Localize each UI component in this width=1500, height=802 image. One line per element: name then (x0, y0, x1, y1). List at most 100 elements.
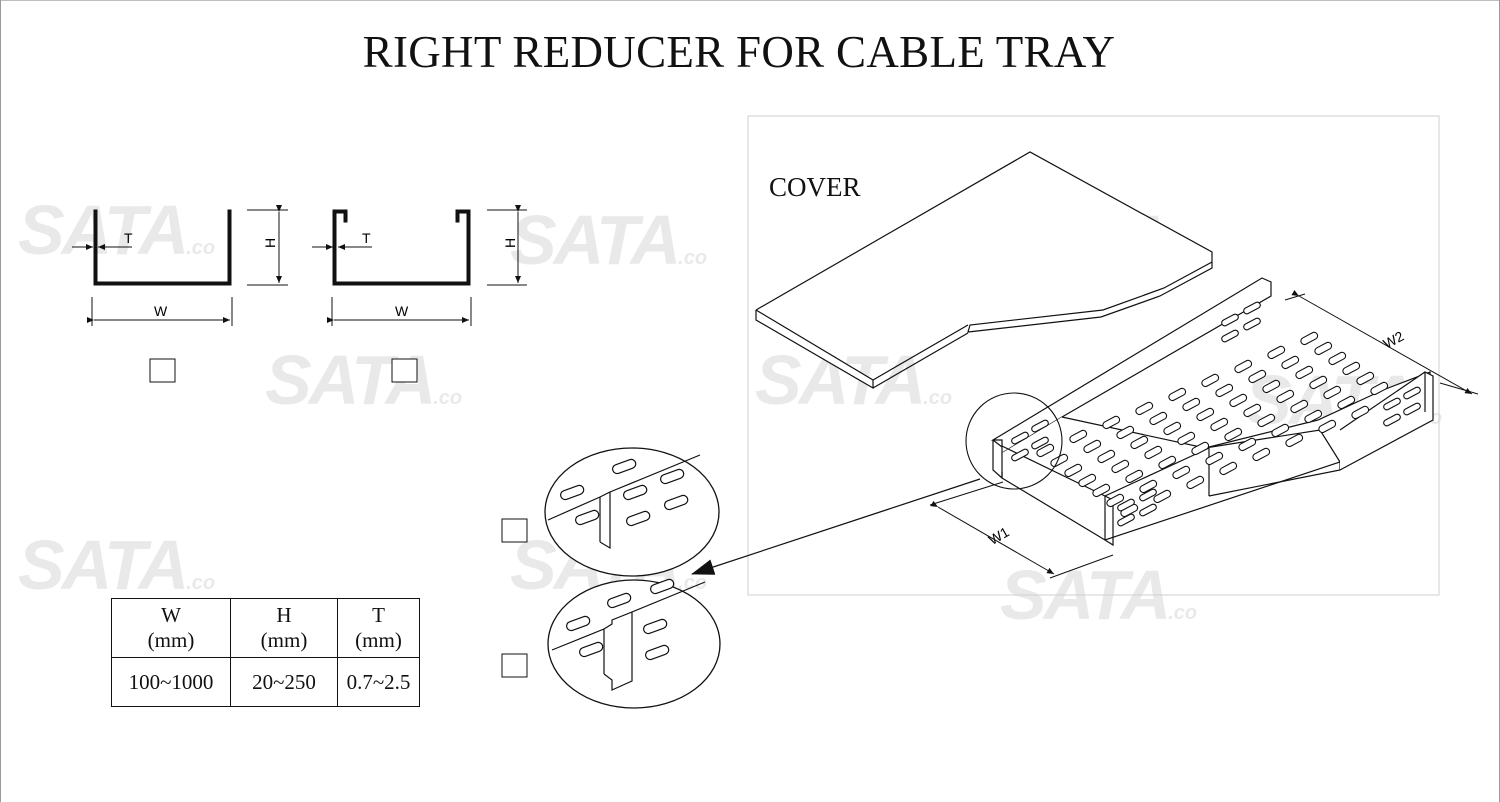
wall-slot (1383, 413, 1401, 427)
tray-slot (1186, 475, 1205, 490)
tray-slot (1248, 369, 1267, 384)
tray-slot (1215, 383, 1234, 398)
tray-slot (1276, 389, 1295, 404)
tray-slot (1116, 425, 1135, 440)
header-h: H(mm) (230, 598, 338, 658)
tray-slot (1300, 331, 1319, 346)
cover-label: COVER (769, 172, 861, 202)
tray-slot (1290, 399, 1309, 414)
wall-slot (1243, 301, 1261, 315)
tray-slot (1102, 415, 1121, 430)
tray-slot (1106, 493, 1125, 508)
tray-slot (1257, 413, 1276, 428)
tray-slot (1243, 403, 1262, 418)
tray-slot (1262, 379, 1281, 394)
profile-lipped-section (312, 205, 527, 326)
tray-slot (1267, 345, 1286, 360)
wall-slot (1011, 431, 1029, 445)
tray-slot (1342, 361, 1361, 376)
header-t: T(mm) (337, 598, 420, 658)
value-h: 20~250 (230, 657, 338, 707)
tray-slot (1191, 441, 1210, 456)
tray-slot (1205, 451, 1224, 466)
tray-slot (1281, 355, 1300, 370)
header-w: W(mm) (111, 598, 231, 658)
w1-label: W1 (986, 523, 1012, 547)
wall-slot (1139, 503, 1157, 517)
tray-slot (1285, 433, 1304, 448)
tray-slot (1309, 375, 1328, 390)
wall-slot (1031, 419, 1049, 433)
profile-1-w-label: W (154, 303, 168, 319)
tray-slot (1069, 429, 1088, 444)
w2-label: W2 (1380, 328, 1406, 352)
value-w: 100~1000 (111, 657, 231, 707)
tray-slot (1163, 421, 1182, 436)
tray-slot (1078, 473, 1097, 488)
frame-left-border (0, 0, 1, 802)
profile-1-h-label: H (262, 238, 278, 248)
reducer-cover (755, 151, 1213, 390)
tray-slot (1083, 439, 1102, 454)
tray-slot (1295, 365, 1314, 380)
tray-slot (1036, 443, 1055, 458)
tray-slot (1064, 463, 1083, 478)
zoom-highlight-circle (965, 392, 1063, 490)
tray-slot (1234, 359, 1253, 374)
tray-slot (1229, 393, 1248, 408)
detail-circle-lipped-edge (547, 578, 721, 709)
detail-circle-plain-edge (544, 447, 720, 577)
profile-u-section (72, 205, 288, 326)
tray-slot (1318, 419, 1337, 434)
tray-slot (1149, 411, 1168, 426)
tray-slot (1153, 489, 1172, 504)
detail-leader-arrow (691, 478, 981, 575)
edge-type-2-checkbox[interactable] (501, 653, 528, 678)
tray-slot (1125, 469, 1144, 484)
profile-2-t-label: T (362, 230, 371, 246)
tray-slot (1210, 417, 1229, 432)
tray-slot (1182, 397, 1201, 412)
tray-slot (1092, 483, 1111, 498)
tray-slot (1130, 435, 1149, 450)
tray-slot (1172, 465, 1191, 480)
wall-slot (1403, 402, 1421, 416)
tray-slot (1139, 479, 1158, 494)
tray-slot (1168, 387, 1187, 402)
profile-1-t-label: T (124, 230, 133, 246)
wall-slot (1221, 329, 1239, 343)
wall-slot (1031, 436, 1049, 450)
value-t: 0.7~2.5 (337, 657, 420, 707)
table-header-row: W(mm) H(mm) T(mm) (111, 598, 420, 658)
tray-slot (1351, 405, 1370, 420)
wall-slot (1383, 397, 1401, 411)
tray-slot (1304, 409, 1323, 424)
profile-2-w-label: W (395, 303, 409, 319)
wall-slot (1117, 513, 1135, 527)
tray-slot (1238, 437, 1257, 452)
wall-slot (1243, 317, 1261, 331)
tray-slot (1314, 341, 1333, 356)
tray-slot (1323, 385, 1342, 400)
profile-2-h-label: H (502, 238, 518, 248)
table-row: 100~1000 20~250 0.7~2.5 (111, 657, 420, 707)
tray-slot (1097, 449, 1116, 464)
tray-slot (1271, 423, 1290, 438)
wall-slot (1139, 488, 1157, 502)
page-title: RIGHT REDUCER FOR CABLE TRAY (362, 27, 1116, 77)
tray-slot (1196, 407, 1215, 422)
profile-1-checkbox[interactable] (149, 358, 176, 383)
tray-slot (1356, 371, 1375, 386)
tray-slot (1158, 455, 1177, 470)
wall-slot (1011, 448, 1029, 462)
tray-slot (1224, 427, 1243, 442)
tray-slot (1252, 447, 1271, 462)
w1-dimension (929, 481, 1114, 579)
tray-slot (1111, 459, 1130, 474)
tray-slot (1144, 445, 1163, 460)
tray-slot (1050, 453, 1069, 468)
edge-type-1-checkbox[interactable] (501, 518, 528, 543)
profile-2-checkbox[interactable] (391, 358, 418, 383)
spec-table: W(mm) H(mm) T(mm) 100~1000 20~250 0.7~2.… (111, 598, 420, 707)
